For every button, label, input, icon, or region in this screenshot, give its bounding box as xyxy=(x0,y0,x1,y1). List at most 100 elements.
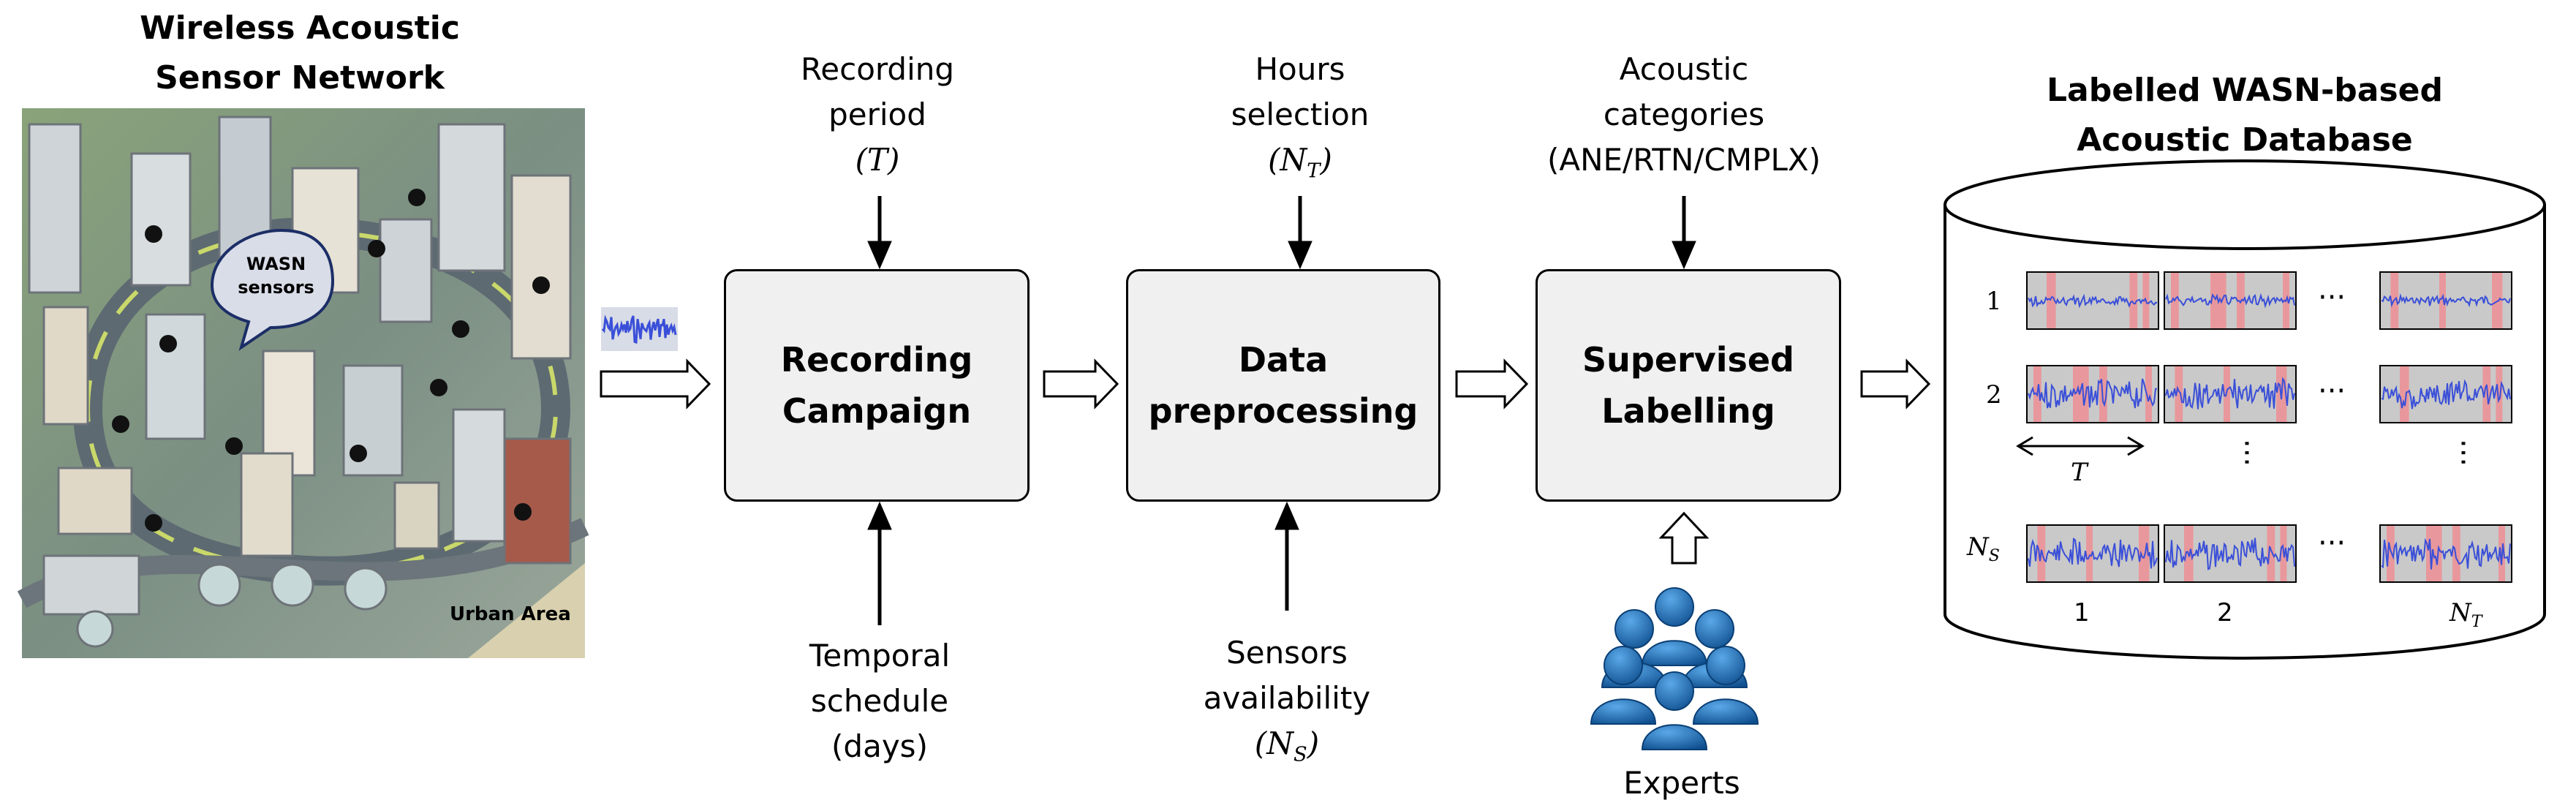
sensors-var: (NS) xyxy=(1254,725,1320,766)
clip-waveform xyxy=(2165,293,2295,309)
period-arrow xyxy=(2016,436,2145,456)
clip-waveform xyxy=(2381,379,2511,410)
experts-icon xyxy=(1590,587,1759,750)
ellipsis-row-2: ··· xyxy=(2318,374,2346,408)
supervised-labelling-box: Supervised Labelling xyxy=(1536,269,1841,502)
wasn-title-line1: Wireless Acoustic xyxy=(140,10,460,47)
ring-road-highlight xyxy=(85,230,559,573)
hours-selection-label: Hours selection (NT) xyxy=(1154,47,1446,194)
acoustic-categories-label: Acoustic categories (ANE/RTN/CMPLX) xyxy=(1501,47,1867,183)
arrow-preprocess-to-labelling xyxy=(1455,358,1529,410)
arrow-labelling-to-database xyxy=(1860,358,1931,410)
database-clips xyxy=(2026,271,2512,583)
label-band xyxy=(2452,525,2460,582)
label-band xyxy=(2047,272,2056,329)
preprocessing-box-line1: Data xyxy=(1238,340,1329,380)
audio-clip xyxy=(2164,271,2297,330)
label-band xyxy=(2099,366,2107,423)
sensors-availability-label: Sensors availability (NS) xyxy=(1141,630,1433,777)
recording-period-line2: period xyxy=(828,97,926,132)
hours-line2: selection xyxy=(1231,97,1370,132)
row-label-ns: NS xyxy=(1967,532,2000,565)
clip-waveform xyxy=(2028,378,2158,409)
label-band xyxy=(2073,366,2089,423)
bubble-line2: sensors xyxy=(238,277,314,298)
sensor-bubble xyxy=(210,228,335,351)
audio-clip xyxy=(2379,365,2512,423)
categories-line1: Acoustic xyxy=(1619,51,1749,87)
audio-clip xyxy=(2164,524,2297,583)
label-band xyxy=(2482,366,2491,423)
clip-waveform xyxy=(2028,293,2158,309)
audio-clip xyxy=(2164,365,2297,423)
arrow-experts-to-labelling xyxy=(1658,511,1710,565)
bubble-text: WASN sensors xyxy=(219,252,333,299)
city-map-image xyxy=(17,108,589,658)
hours-var: (NT) xyxy=(1268,142,1332,183)
labelling-box-line2: Labelling xyxy=(1601,391,1775,431)
sensors-line2: availability xyxy=(1203,680,1371,716)
database-title-line1: Labelled WASN-based xyxy=(2047,72,2443,109)
row-label-2: 2 xyxy=(1986,380,2002,410)
label-band xyxy=(2139,525,2150,582)
sensors-line1: Sensors xyxy=(1226,635,1348,671)
bubble-line1: WASN xyxy=(246,254,306,274)
database-title-line2: Acoustic Database xyxy=(2077,121,2413,159)
ellipsis-row-ns: ··· xyxy=(2318,527,2346,560)
categories-line3: (ANE/RTN/CMPLX) xyxy=(1546,142,1821,178)
input-waveform-thumb xyxy=(601,307,678,351)
input-waveform xyxy=(601,314,677,344)
arrow-campaign-to-preprocess xyxy=(1043,358,1119,410)
label-band xyxy=(2387,525,2395,582)
wasn-title: Wireless Acoustic Sensor Network xyxy=(95,4,505,103)
sensor-markers xyxy=(112,189,550,532)
ellipsis-row-1: ··· xyxy=(2318,281,2346,314)
temporal-line2: schedule xyxy=(810,683,949,719)
label-band xyxy=(2175,366,2183,423)
urban-area-label: Urban Area xyxy=(450,603,571,625)
label-band xyxy=(2086,525,2093,582)
recording-period-label: Recording period (T) xyxy=(731,47,1024,183)
recording-period-line1: Recording xyxy=(800,51,955,87)
audio-clip xyxy=(2026,365,2159,423)
preprocessing-box-line2: preprocessing xyxy=(1148,391,1419,431)
row-label-1: 1 xyxy=(1986,287,2002,316)
recording-box-line2: Campaign xyxy=(782,391,972,431)
label-band xyxy=(2439,272,2446,329)
col-label-nt: NT xyxy=(2450,598,2482,631)
col-label-2: 2 xyxy=(2217,598,2233,627)
temporal-schedule-label: Temporal schedule (days) xyxy=(733,633,1026,769)
wasn-title-line2: Sensor Network xyxy=(155,59,445,97)
temporal-line3: (days) xyxy=(831,728,928,764)
audio-clip xyxy=(2026,271,2159,330)
label-band xyxy=(2267,525,2275,582)
audio-clip xyxy=(2379,524,2512,583)
clip-waveform xyxy=(2028,537,2158,569)
recording-box-line1: Recording xyxy=(780,340,973,380)
label-band xyxy=(2400,366,2409,423)
label-band xyxy=(2129,272,2138,329)
col-label-1: 1 xyxy=(2074,598,2090,627)
recording-period-var: (T) xyxy=(855,142,900,178)
database-title: Labelled WASN-based Acoustic Database xyxy=(2003,66,2486,165)
clip-waveform xyxy=(2165,537,2295,570)
clip-waveform xyxy=(2381,293,2511,308)
arrow-city-to-campaign xyxy=(600,358,711,410)
hours-line1: Hours xyxy=(1255,51,1345,87)
categories-line2: categories xyxy=(1603,97,1765,132)
clip-waveform xyxy=(2165,377,2295,410)
experts-label: Experts xyxy=(1623,765,1740,801)
ellipsis-col-2: ··· xyxy=(2229,439,2263,467)
audio-clip xyxy=(2379,271,2512,330)
recording-campaign-box: Recording Campaign xyxy=(724,269,1030,502)
label-band xyxy=(2496,366,2503,423)
data-preprocessing-box: Data preprocessing xyxy=(1126,269,1440,502)
period-label: T xyxy=(2071,458,2088,487)
clip-waveform xyxy=(2381,537,2511,570)
ellipsis-col-nt: ··· xyxy=(2446,439,2479,467)
temporal-line1: Temporal xyxy=(809,638,951,674)
label-band xyxy=(2145,366,2152,423)
flow-arrows xyxy=(600,358,1931,565)
